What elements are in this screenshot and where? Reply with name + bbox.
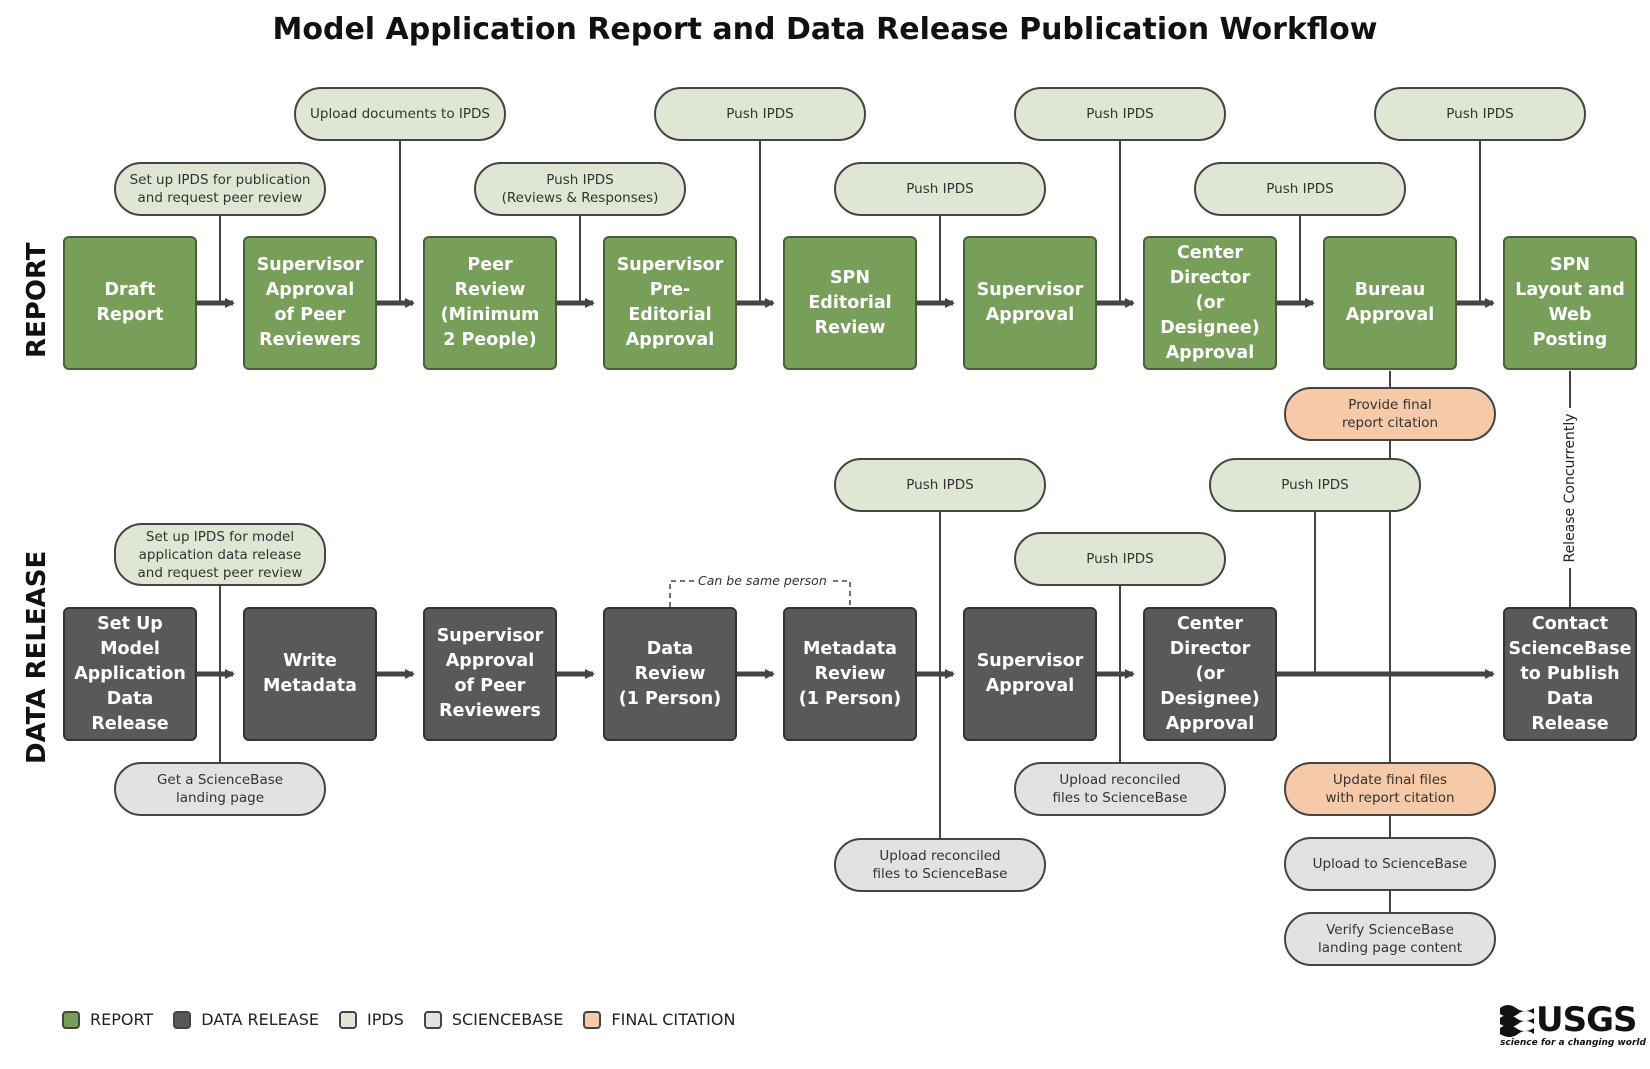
same-person-bracket: [669, 580, 851, 607]
legend-label: IPDS: [366, 1010, 404, 1029]
usgs-logo: USGS science for a changing world: [1500, 1000, 1646, 1052]
step-supervisor-approval-peer-reviewers: Supervisor Approval of Peer Reviewers: [423, 607, 557, 741]
legend-label: DATA RELEASE: [201, 1010, 319, 1029]
legend-item-sciencebase: SCIENCEBASE: [423, 1010, 564, 1029]
legend-label: SCIENCEBASE: [451, 1010, 564, 1029]
usgs-wave-icon: [1500, 1005, 1534, 1037]
note-sciencebase-landing-page: Get a ScienceBase landing page: [114, 762, 326, 816]
note-push-ipds: Push IPDS: [1194, 162, 1406, 216]
step-supervisor-approval-peer-reviewers: Supervisor Approval of Peer Reviewers: [243, 236, 377, 370]
note-upload-reconciled-files: Upload reconciled files to ScienceBase: [1014, 762, 1226, 816]
legend-item-report: REPORT: [62, 1010, 153, 1029]
note-push-ipds: Push IPDS: [1374, 87, 1586, 141]
legend-swatch: [583, 1010, 602, 1029]
legend-label: FINAL CITATION: [611, 1010, 736, 1029]
note-push-ipds: Push IPDS: [1014, 87, 1226, 141]
step-peer-review: Peer Review (Minimum 2 People): [423, 236, 557, 370]
step-supervisor-pre-editorial: Supervisor Pre-Editorial Approval: [603, 236, 737, 370]
note-push-ipds: Push IPDS: [834, 162, 1046, 216]
legend-swatch: [338, 1010, 357, 1029]
step-spn-editorial-review: SPN Editorial Review: [783, 236, 917, 370]
note-provide-final-citation: Provide final report citation: [1284, 387, 1496, 441]
step-supervisor-approval: Supervisor Approval: [963, 236, 1097, 370]
note-can-be-same-person: Can be same person: [694, 573, 831, 588]
logo-wordmark: USGS: [1536, 1000, 1637, 1040]
note-setup-ipds-publication: Set up IPDS for publication and request …: [114, 162, 326, 216]
note-push-ipds: Push IPDS: [1209, 458, 1421, 512]
step-data-review: Data Review (1 Person): [603, 607, 737, 741]
note-push-ipds: Push IPDS: [834, 458, 1046, 512]
note-push-ipds-reviews: Push IPDS (Reviews & Responses): [474, 162, 686, 216]
note-update-final-files: Update final files with report citation: [1284, 762, 1496, 816]
step-supervisor-approval: Supervisor Approval: [963, 607, 1097, 741]
legend-swatch: [423, 1010, 442, 1029]
note-setup-ipds-data-release: Set up IPDS for model application data r…: [114, 523, 326, 586]
step-contact-sciencebase: Contact ScienceBase to Publish Data Rele…: [1503, 607, 1637, 741]
legend-label: REPORT: [90, 1010, 154, 1029]
step-draft-report: Draft Report: [63, 236, 197, 370]
legend-swatch: [62, 1010, 80, 1029]
note-upload-to-sciencebase: Upload to ScienceBase: [1284, 837, 1496, 891]
step-center-director-approval: Center Director (or Designee) Approval: [1143, 607, 1277, 741]
logo-tagline: science for a changing world: [1500, 1038, 1646, 1048]
step-spn-layout-web-posting: SPN Layout and Web Posting: [1503, 236, 1637, 370]
note-push-ipds: Push IPDS: [654, 87, 866, 141]
step-set-up-data-release: Set Up Model Application Data Release: [63, 607, 197, 741]
note-verify-landing-page: Verify ScienceBase landing page content: [1284, 912, 1496, 966]
page-title: Model Application Report and Data Releas…: [272, 12, 1378, 47]
step-metadata-review: Metadata Review (1 Person): [783, 607, 917, 741]
lane-label-report: REPORT: [22, 242, 52, 358]
legend-swatch: [173, 1010, 192, 1029]
lane-label-data-release: DATA RELEASE: [22, 550, 52, 764]
legend: REPORT DATA RELEASE IPDS SCIENCEBASE FIN…: [62, 1010, 755, 1029]
legend-item-final-citation: FINAL CITATION: [583, 1010, 735, 1029]
note-upload-reconciled-files: Upload reconciled files to ScienceBase: [834, 838, 1046, 892]
note-upload-documents-ipds: Upload documents to IPDS: [294, 87, 506, 141]
note-push-ipds: Push IPDS: [1014, 532, 1226, 586]
legend-item-data-release: DATA RELEASE: [173, 1010, 319, 1029]
step-bureau-approval: Bureau Approval: [1323, 236, 1457, 370]
note-release-concurrently: Release Concurrently: [1562, 408, 1578, 568]
step-center-director-approval: Center Director (or Designee) Approval: [1143, 236, 1277, 370]
legend-item-ipds: IPDS: [338, 1010, 404, 1029]
step-write-metadata: Write Metadata: [243, 607, 377, 741]
